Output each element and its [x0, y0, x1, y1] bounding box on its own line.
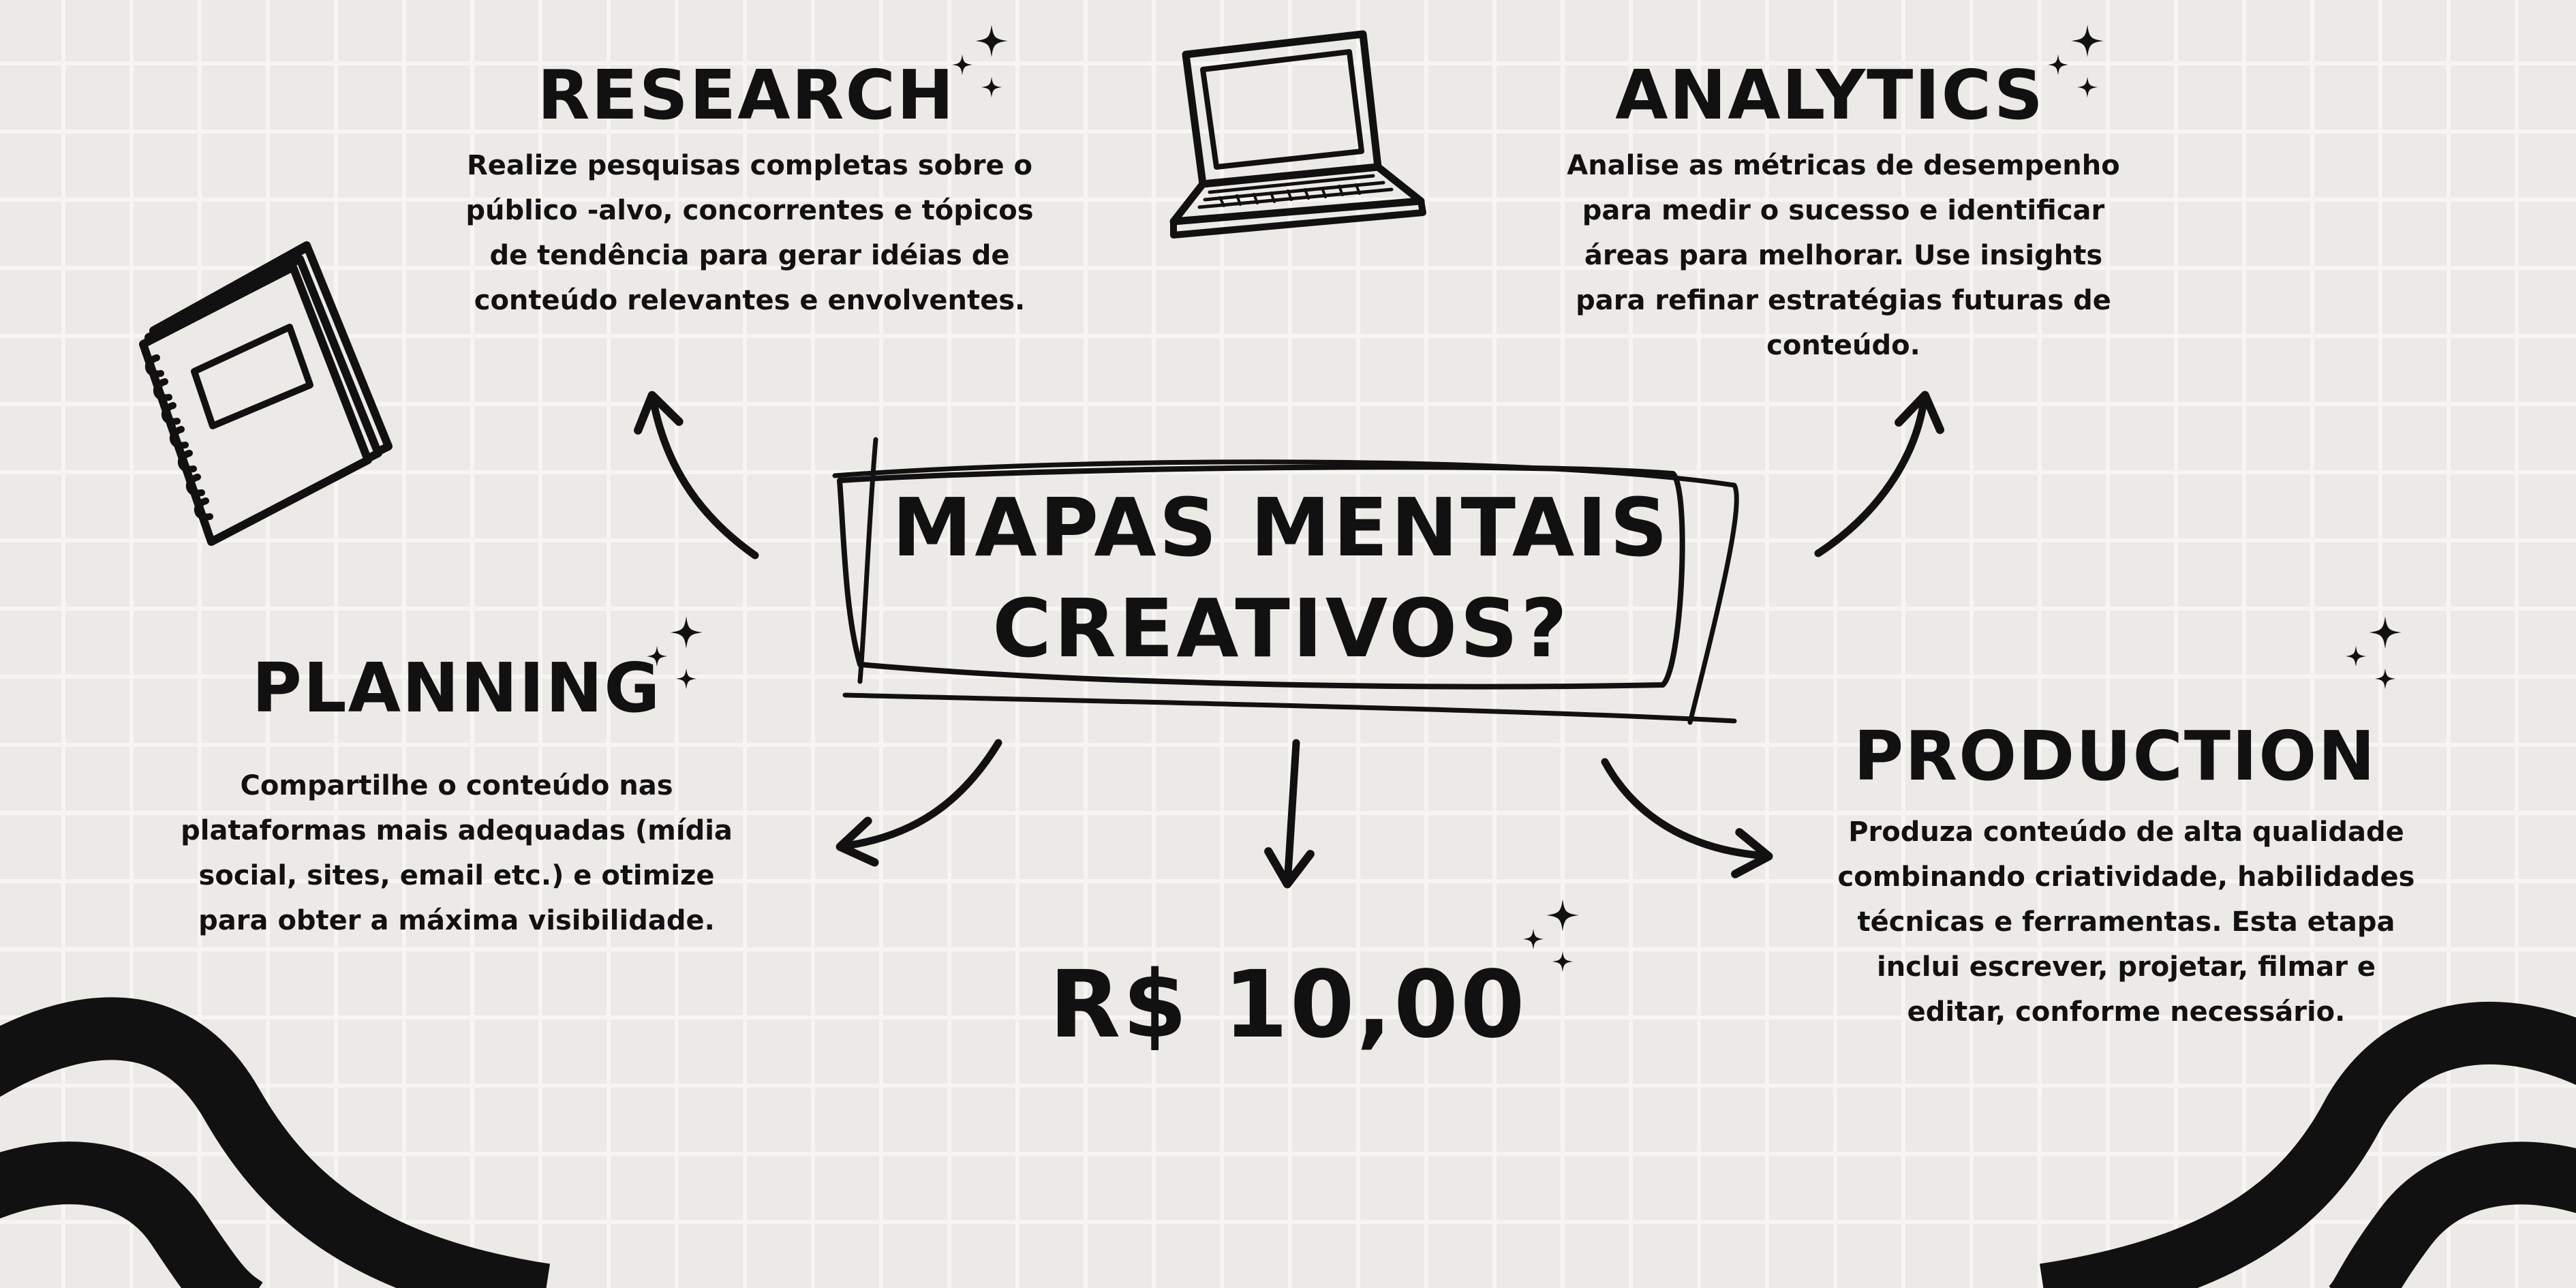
- center-frame: [832, 437, 1739, 725]
- laptop-icon: [1169, 30, 1426, 239]
- wave-decoration-left: [0, 997, 551, 1288]
- center-title-line2: CREATIVOS?: [992, 581, 1570, 675]
- notebook-icon: [139, 241, 393, 546]
- research-text: Realize pesquisas completas sobre o públ…: [465, 150, 1034, 316]
- analytics-title: ANALYTICS: [1615, 55, 2044, 135]
- sparkle-icon-production: [2345, 616, 2402, 690]
- arrow-to-price: [1264, 739, 1315, 889]
- wave-decoration-right: [2039, 1001, 2576, 1288]
- production-title: PRODUCTION: [1854, 716, 2377, 796]
- research-title: RESEARCH: [537, 55, 955, 135]
- production-text: Produza conteúdo de alta qualidade combi…: [1837, 816, 2415, 1028]
- planning-title: PLANNING: [251, 648, 662, 728]
- analytics-text: Analise as métricas de desempenho para m…: [1567, 150, 2120, 361]
- center-title-line1: MAPAS MENTAIS: [891, 480, 1671, 574]
- price-label: R$ 10,00: [1049, 951, 1527, 1059]
- arrow-to-research: [634, 390, 759, 559]
- arrow-to-planning: [835, 739, 1002, 867]
- arrow-icon: [634, 390, 1945, 889]
- arrow-to-analytics: [1814, 390, 1945, 557]
- planning-text: Compartilhe o conteúdo nas plataformas m…: [181, 770, 733, 936]
- arrow-to-production: [1601, 758, 1773, 878]
- center-title: MAPAS MENTAIS CREATIVOS?: [872, 477, 1690, 679]
